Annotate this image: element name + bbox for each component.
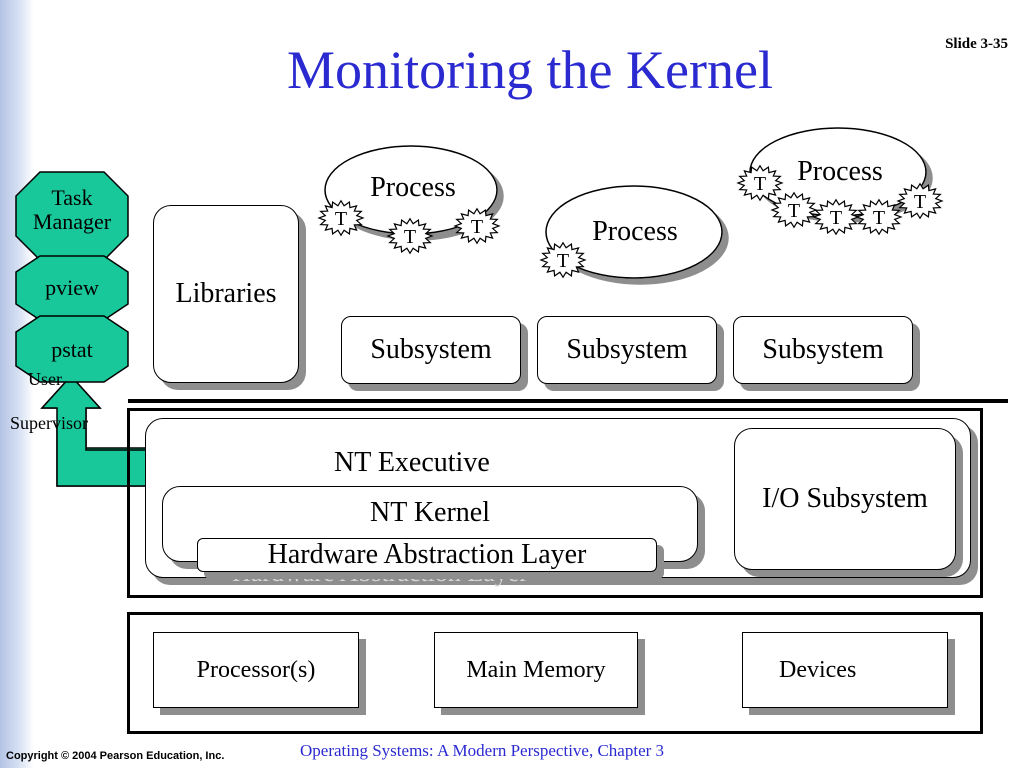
thread-label: T xyxy=(914,191,926,213)
devices-label: Devices xyxy=(779,656,857,683)
libraries-label: Libraries xyxy=(175,278,277,309)
subsystem-label-1: Subsystem xyxy=(370,334,492,365)
io-subsystem-box: I/O Subsystem xyxy=(734,428,956,570)
thread-starburst xyxy=(896,182,944,220)
task-label-line1: Task xyxy=(51,185,93,210)
copyright-notice: Copyright © 2004 Pearson Education, Inc. xyxy=(6,750,225,762)
executive-frame xyxy=(127,408,983,598)
thread-starburst xyxy=(539,241,587,279)
thread-label: T xyxy=(754,173,766,195)
thread-label: T xyxy=(830,207,842,229)
pstat-label: pstat xyxy=(51,337,93,362)
process-label-2: Process xyxy=(592,216,678,247)
subsystem-box-2: Subsystem xyxy=(537,316,717,384)
slide-title: Monitoring the Kernel xyxy=(287,40,773,100)
footer-caption: Operating Systems: A Modern Perspective,… xyxy=(300,741,665,760)
thread-label: T xyxy=(557,250,569,272)
processor-box: Processor(s) xyxy=(153,632,359,708)
nt-kernel-label: NT Kernel xyxy=(370,497,490,528)
thread-starburst xyxy=(453,207,501,245)
subsystem-label-3: Subsystem xyxy=(762,334,884,365)
process-ellipse-2 xyxy=(545,185,723,279)
pview-label: pview xyxy=(45,275,99,300)
left-accent-bar xyxy=(0,0,34,768)
thread-starburst xyxy=(386,217,434,255)
thread-label: T xyxy=(873,207,885,229)
thread-starburst xyxy=(317,199,365,237)
processor-label: Processor(s) xyxy=(196,656,316,683)
process-label-3: Process xyxy=(797,156,883,187)
thread-starburst xyxy=(855,198,903,236)
slide-number: Slide 3-35 xyxy=(945,36,1008,52)
thread-label: T xyxy=(335,208,347,230)
task-manager-label: Task Manager xyxy=(16,186,128,234)
task-label-line2: Manager xyxy=(32,209,112,234)
subsystem-box-1: Subsystem xyxy=(341,316,521,384)
process-label-1: Process xyxy=(370,172,456,203)
pstat-octagon xyxy=(15,315,129,383)
devices-box: Devices xyxy=(742,632,948,708)
supervisor-mode-label: Supervisor xyxy=(10,413,88,433)
thread-label: T xyxy=(404,226,416,248)
user-mode-label: User xyxy=(28,369,62,389)
io-subsystem-label: I/O Subsystem xyxy=(762,483,928,514)
main-memory-label: Main Memory xyxy=(466,656,606,683)
libraries-box: Libraries xyxy=(153,205,299,383)
hal-box: Hardware Abstraction Layer xyxy=(197,538,657,572)
thread-starburst xyxy=(736,164,784,202)
subsystem-label-2: Subsystem xyxy=(566,334,688,365)
thread-label: T xyxy=(471,216,483,238)
user-supervisor-divider xyxy=(128,399,1008,403)
thread-starburst xyxy=(770,191,818,229)
thread-starburst xyxy=(812,198,860,236)
hardware-frame xyxy=(127,612,983,734)
thread-label: T xyxy=(788,200,800,222)
main-memory-box: Main Memory xyxy=(434,632,638,708)
hal-label: Hardware Abstraction Layer xyxy=(267,539,587,570)
nt-executive-label: NT Executive xyxy=(334,447,490,478)
subsystem-box-3: Subsystem xyxy=(733,316,913,384)
